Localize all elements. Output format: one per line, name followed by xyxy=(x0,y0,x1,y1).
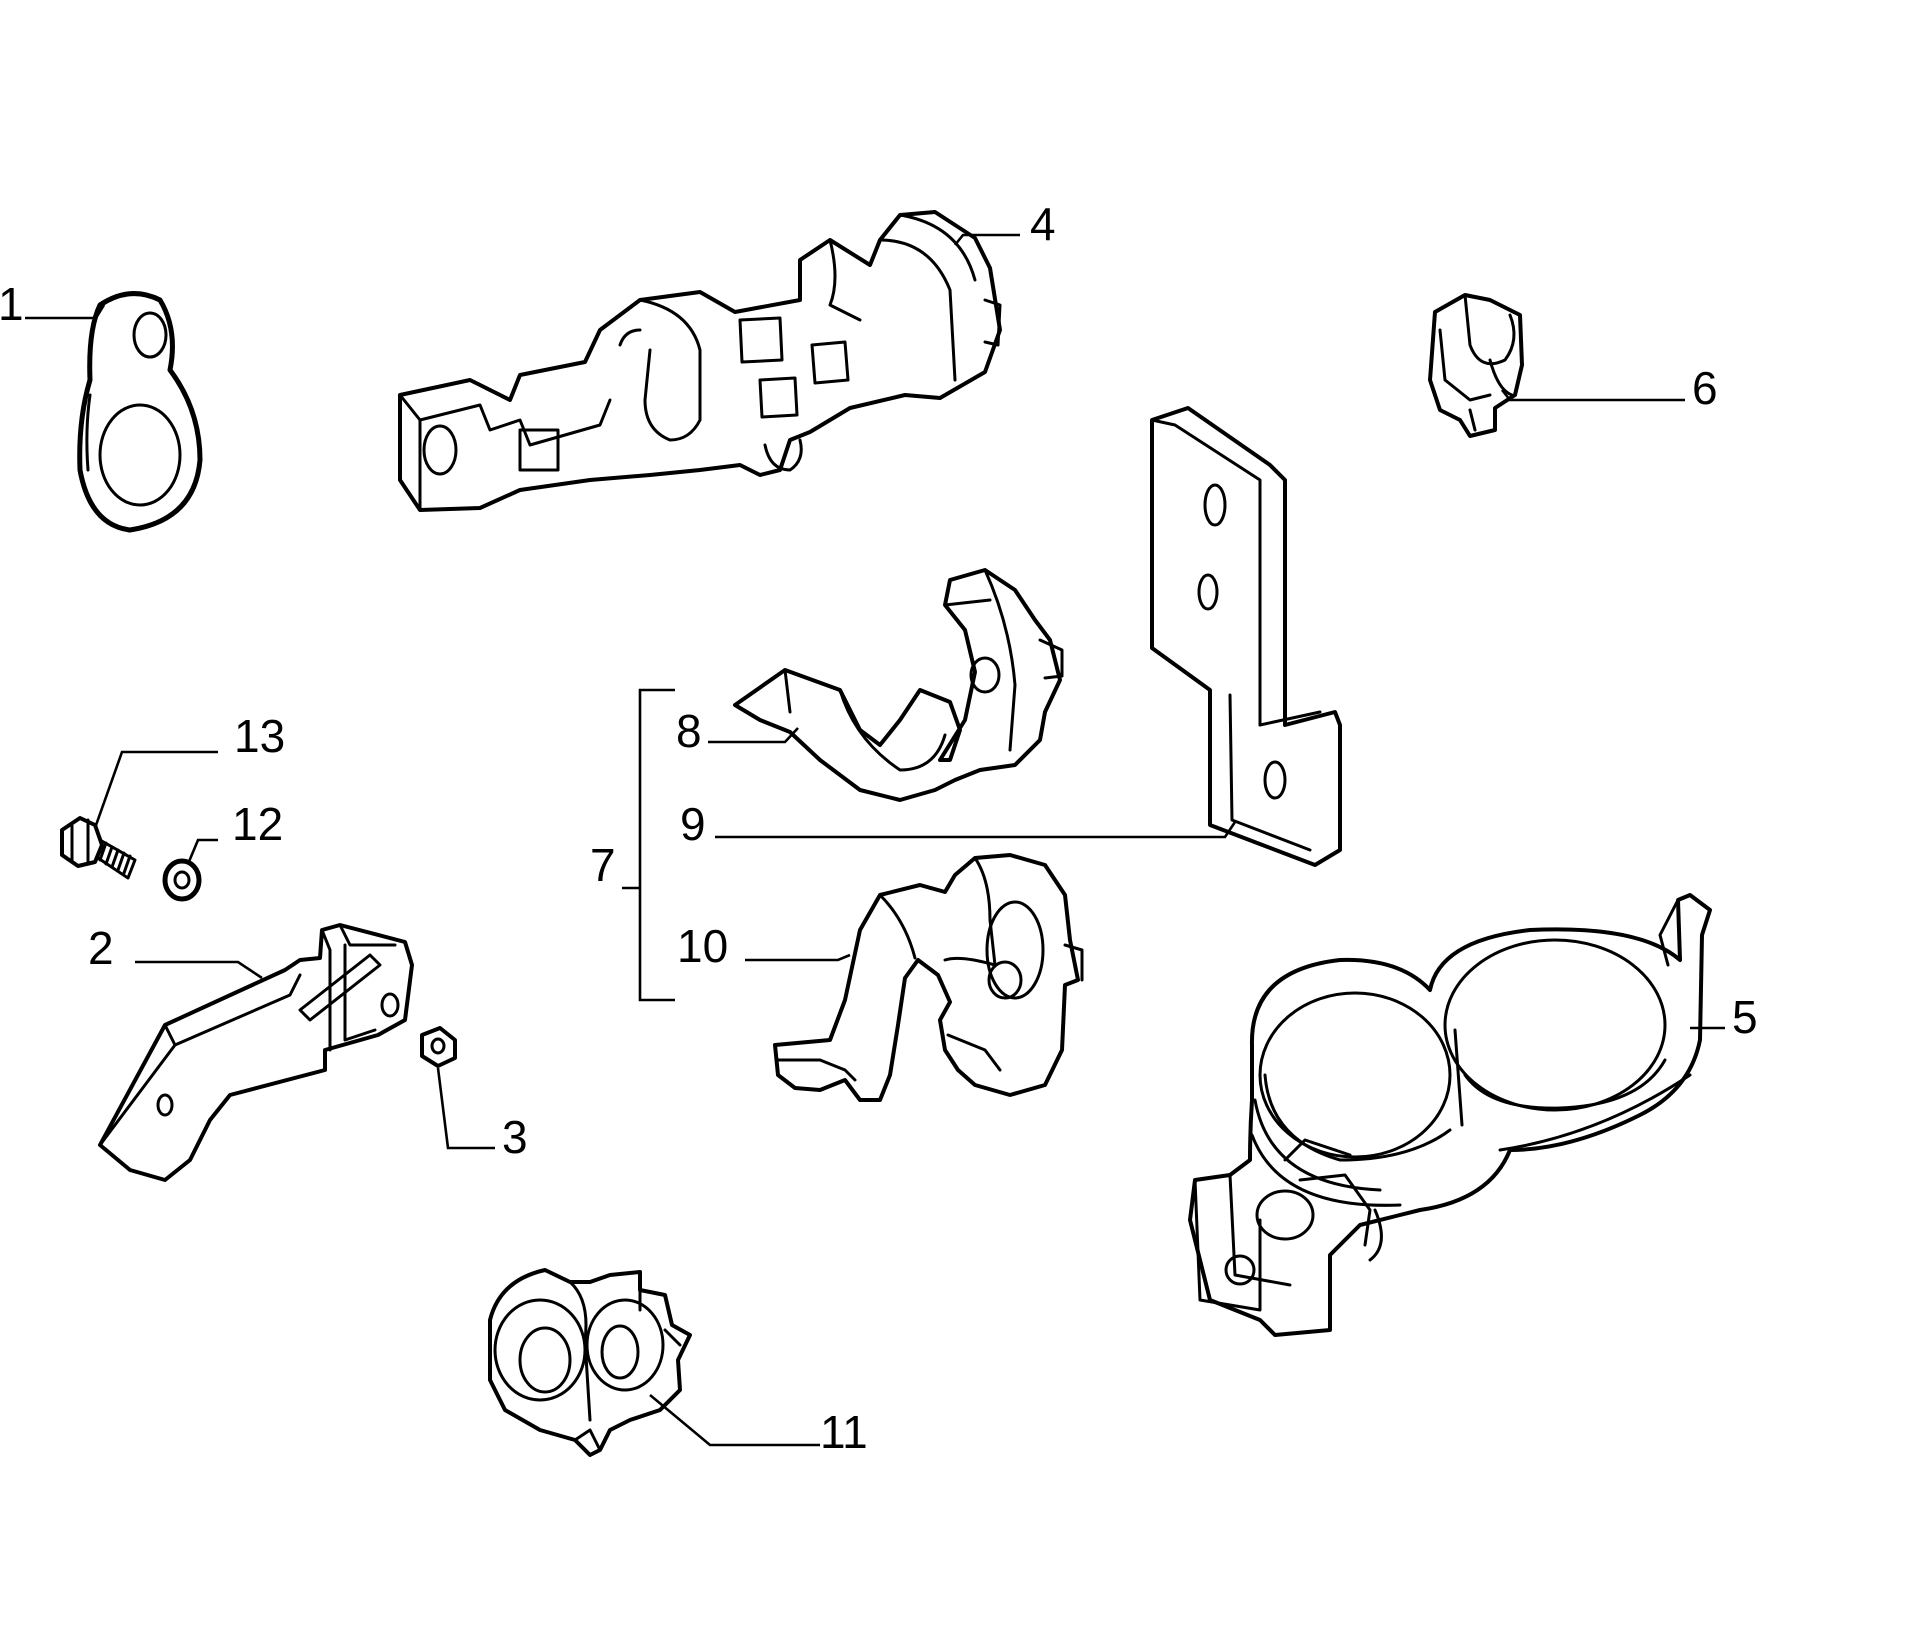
part-6-small-clip xyxy=(1428,293,1524,438)
leader-8 xyxy=(708,727,799,744)
part-11-twin-clip xyxy=(488,1268,692,1457)
leader-3 xyxy=(436,1067,495,1150)
callout-5: 5 xyxy=(1732,991,1758,1043)
callout-3: 3 xyxy=(502,1111,528,1163)
part-10-retaining-clip xyxy=(773,853,1084,1102)
part-8-open-clip xyxy=(733,568,1064,802)
leader-9 xyxy=(715,821,1237,839)
callout-7: 7 xyxy=(590,839,616,891)
part-12-washer xyxy=(162,858,202,902)
leader-11 xyxy=(649,1394,820,1447)
part-4-multi-cable-clip xyxy=(398,210,1002,512)
callout-12: 12 xyxy=(232,798,283,850)
callout-2: 2 xyxy=(88,922,114,974)
callout-10: 10 xyxy=(677,920,728,972)
leader-1 xyxy=(25,304,106,320)
part-3-nut xyxy=(420,1026,457,1068)
part-1-ring-terminal xyxy=(77,291,203,533)
leader-6 xyxy=(1500,389,1685,402)
callout-6: 6 xyxy=(1692,362,1718,414)
callout-8: 8 xyxy=(676,705,702,757)
leader-10 xyxy=(745,953,851,962)
bracket-7 xyxy=(622,688,675,1002)
part-5-double-pipe-clamp xyxy=(1188,893,1712,1337)
leader-lines xyxy=(25,233,1725,1447)
part-2-angled-bracket xyxy=(98,923,414,1182)
callout-13: 13 xyxy=(234,710,285,762)
part-13-screw xyxy=(60,816,137,880)
callout-1: 1 xyxy=(0,278,24,330)
leader-2 xyxy=(135,960,263,980)
callout-9: 9 xyxy=(680,798,706,850)
callout-4: 4 xyxy=(1030,198,1056,250)
leader-4 xyxy=(953,233,1020,246)
leader-12 xyxy=(186,838,218,865)
part-9-mounting-plate xyxy=(1150,406,1342,867)
callout-numbers: 1 2 3 4 5 6 7 8 9 10 11 12 13 xyxy=(0,198,1758,1458)
leader-13 xyxy=(93,750,218,829)
callout-11: 11 xyxy=(820,1406,868,1458)
